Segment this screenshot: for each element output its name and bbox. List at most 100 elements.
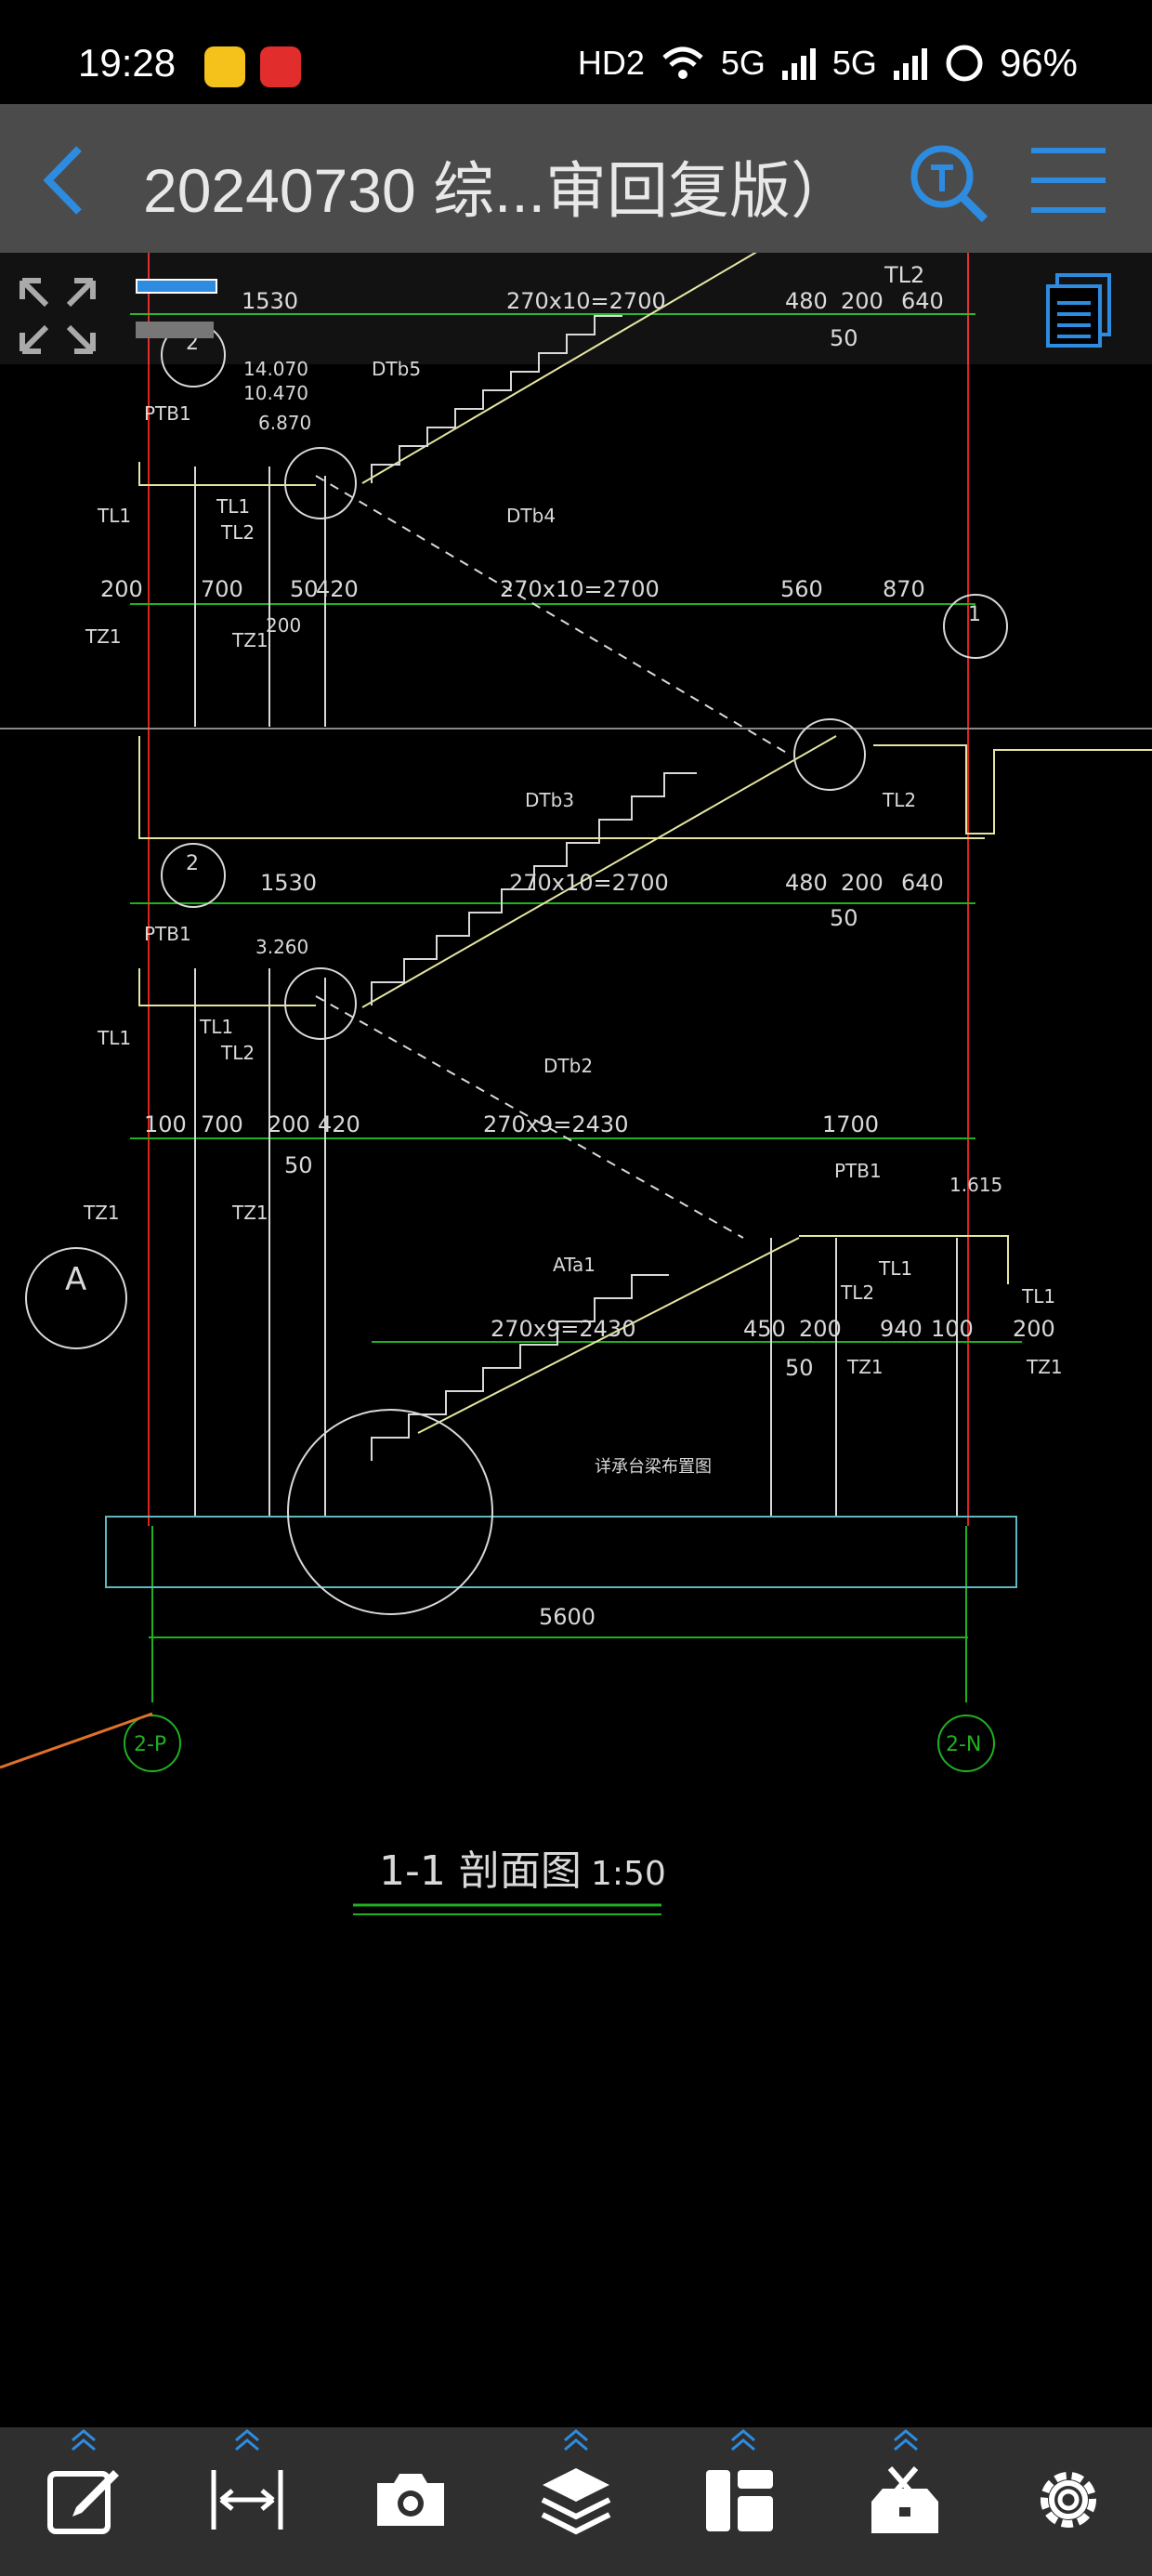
- signal-bars-icon: [893, 48, 927, 80]
- notification-music-icon: [260, 46, 301, 87]
- cad-label: 1530: [260, 870, 317, 896]
- cad-label: 480: [785, 870, 828, 896]
- drawing-overlay-bar: [0, 253, 1152, 364]
- cad-label: 200: [266, 614, 301, 637]
- battery-level: 96%: [999, 41, 1078, 85]
- cad-label: 100: [931, 1316, 974, 1342]
- back-button[interactable]: [37, 143, 93, 221]
- cad-label: TL2: [882, 789, 916, 811]
- document-list-button[interactable]: [1041, 271, 1115, 353]
- documents-icon: [1046, 273, 1111, 348]
- cad-label: 200: [268, 1111, 310, 1137]
- cad-label: 6.870: [258, 412, 311, 434]
- cad-label: 270x9=2430: [491, 1316, 635, 1342]
- cad-label: 10.470: [243, 382, 308, 404]
- chevron-up-icon: [894, 2429, 918, 2451]
- cad-label: 50: [785, 1355, 814, 1381]
- fullscreen-button[interactable]: [19, 277, 97, 359]
- cad-label: 700: [201, 1111, 243, 1137]
- chevron-up-icon: [564, 2429, 588, 2451]
- cad-label: 1530: [242, 288, 298, 314]
- status-time: 19:28: [78, 41, 177, 85]
- chevron-up-icon: [72, 2429, 96, 2451]
- detail-callout: 2: [186, 852, 199, 875]
- chevron-up-icon: [235, 2429, 259, 2451]
- cad-label: 200: [841, 288, 884, 314]
- cad-label: 14.070: [243, 358, 308, 380]
- cad-label: TL2: [220, 1042, 255, 1064]
- cad-label: 200: [1013, 1316, 1055, 1342]
- status-bar: 19:28 HD2 5G 5G 96%: [0, 0, 1152, 104]
- cad-label: 480: [785, 288, 828, 314]
- notification-app-icon: [204, 46, 245, 87]
- cad-label: 270x10=2700: [506, 288, 666, 314]
- edit-icon: [47, 2470, 119, 2534]
- screenshot-button[interactable]: [355, 2444, 466, 2556]
- cad-text: 1530 270x10=2700 480 200 640 50 TL2 14.0…: [65, 262, 1063, 1895]
- back-arrow-icon: [43, 146, 82, 215]
- signal-5g-1: 5G: [720, 44, 766, 82]
- settings-icon: [1041, 2472, 1096, 2528]
- text-search-button[interactable]: [907, 141, 990, 229]
- cad-label: 50: [830, 905, 858, 931]
- cad-label: 270x9=2430: [483, 1111, 628, 1137]
- cad-label: PTB1: [834, 1160, 882, 1182]
- detail-callout: 1: [968, 603, 981, 626]
- document-title: 20240730 综...审回复版）: [143, 156, 852, 225]
- cad-label: 200: [841, 870, 884, 896]
- layer-color-swatch[interactable]: [136, 322, 214, 338]
- expand-icon: [20, 278, 96, 354]
- layer-color-swatch-active[interactable]: [136, 279, 217, 294]
- layout-button[interactable]: [684, 2444, 795, 2556]
- cad-label: 270x10=2700: [500, 576, 660, 602]
- cad-label: TL1: [878, 1257, 912, 1280]
- cad-label: PTB1: [144, 923, 191, 945]
- hd-indicator: HD2: [577, 44, 645, 82]
- cad-label: 1700: [822, 1111, 879, 1137]
- layers-button[interactable]: [520, 2444, 632, 2556]
- layout-icon: [706, 2470, 773, 2531]
- tools-button[interactable]: [849, 2444, 961, 2556]
- cad-label: TL1: [1021, 1285, 1055, 1308]
- cad-label: 2-P: [134, 1733, 166, 1756]
- cad-label: TZ1: [1026, 1356, 1063, 1378]
- cad-label: TL1: [97, 1027, 131, 1049]
- cad-label: DTb5: [372, 358, 421, 380]
- cad-label: TZ1: [231, 1202, 268, 1224]
- measure-button[interactable]: [191, 2444, 303, 2556]
- status-right: HD2 5G 5G 96%: [578, 41, 1078, 85]
- top-toolbar: 20240730 综...审回复版）: [0, 104, 1152, 253]
- cad-label: DTb4: [506, 505, 556, 527]
- cad-label: 940: [880, 1316, 923, 1342]
- drawing-section-title: 1-1 剖面图: [379, 1847, 582, 1895]
- cad-label: 640: [901, 870, 944, 896]
- cad-label: TZ1: [231, 629, 268, 651]
- wifi-icon: [662, 46, 703, 79]
- cad-label: TL1: [97, 505, 131, 527]
- menu-button[interactable]: [1029, 143, 1107, 221]
- cad-label: TL2: [840, 1281, 874, 1304]
- signal-5g-2: 5G: [831, 44, 877, 82]
- cad-label: 450: [743, 1316, 786, 1342]
- cad-drawing-canvas[interactable]: 1530 270x10=2700 480 200 640 50 TL2 14.0…: [0, 253, 1152, 2427]
- layers-icon: [541, 2468, 611, 2535]
- settings-button[interactable]: [1013, 2444, 1124, 2556]
- cad-label: DTb2: [543, 1055, 593, 1077]
- cad-label: TL2: [220, 521, 255, 544]
- annotate-button[interactable]: [28, 2444, 139, 2556]
- signal-bars-icon: [781, 48, 816, 80]
- cad-label: 560: [780, 576, 823, 602]
- detail-callout: A: [65, 1261, 86, 1298]
- cad-label: 200: [100, 576, 143, 602]
- cad-label: 50: [830, 325, 858, 351]
- cad-label: ATa1: [553, 1254, 596, 1276]
- cad-label: TZ1: [83, 1202, 120, 1224]
- chevron-up-icon: [731, 2429, 755, 2451]
- cad-label: PTB1: [144, 402, 191, 425]
- cad-label: TL1: [199, 1016, 233, 1038]
- cad-label: 详承台梁布置图: [595, 1457, 712, 1477]
- cad-label: 5600: [539, 1604, 596, 1630]
- battery-ring-icon: [946, 45, 983, 82]
- cad-label: 200: [799, 1316, 842, 1342]
- camera-icon: [377, 2474, 444, 2526]
